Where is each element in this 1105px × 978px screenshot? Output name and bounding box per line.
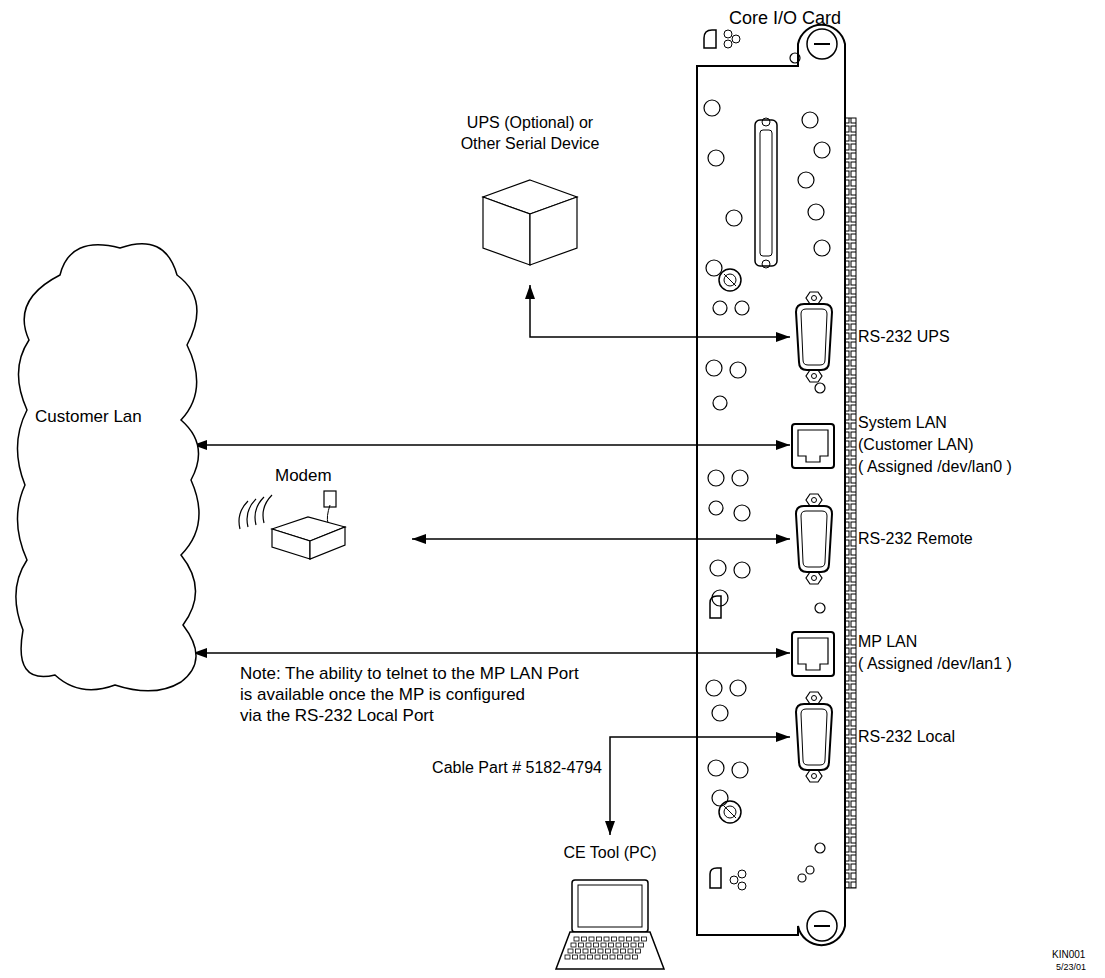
serial-port: RS-232 Remote: [790, 500, 1090, 578]
modem: Modem: [228, 465, 412, 585]
io-card-outline: [690, 8, 880, 938]
node-label: CE Tool (PC): [540, 842, 680, 863]
node-label: UPS (Optional) or Other Serial Device: [440, 112, 620, 154]
node-label: Modem: [275, 465, 332, 486]
connector-arrow: [610, 737, 790, 835]
serial-port: RS-232 UPS: [790, 298, 1090, 376]
io-card: Core I/O CardRS-232 UPSSystem LAN (Custo…: [690, 8, 880, 938]
port-label: RS-232 Remote: [858, 528, 973, 550]
port-label: System LAN (Customer LAN) ( Assigned /de…: [858, 412, 1012, 478]
serial-port: RS-232 Local: [790, 698, 1090, 776]
lan-cloud-outline: [5, 230, 215, 700]
lan-cloud: Customer Lan: [5, 230, 215, 700]
connector-arrow: [193, 444, 790, 446]
ups-device: UPS (Optional) or Other Serial Device: [440, 112, 620, 285]
drawing-id: KIN001: [1052, 949, 1085, 961]
connector-arrow: [193, 652, 790, 654]
laptop: CE Tool (PC): [540, 835, 680, 975]
cable-label: Cable Part # 5182-4794: [432, 758, 602, 778]
connector-arrow: [412, 538, 790, 540]
node-label: Customer Lan: [35, 406, 142, 427]
note-text: Note: The ability to telnet to the MP LA…: [240, 663, 579, 726]
lan-port: System LAN (Customer LAN) ( Assigned /de…: [790, 420, 1090, 470]
drawing-date: 5/23/01: [1056, 962, 1086, 973]
port-label: RS-232 Local: [858, 726, 955, 748]
port-label: RS-232 UPS: [858, 326, 950, 348]
lan-port: MP LAN ( Assigned /dev/lan1 ): [790, 628, 1090, 678]
port-label: MP LAN ( Assigned /dev/lan1 ): [858, 631, 1012, 675]
connector-arrow: [530, 285, 790, 337]
node-label: Core I/O Card: [690, 8, 880, 29]
